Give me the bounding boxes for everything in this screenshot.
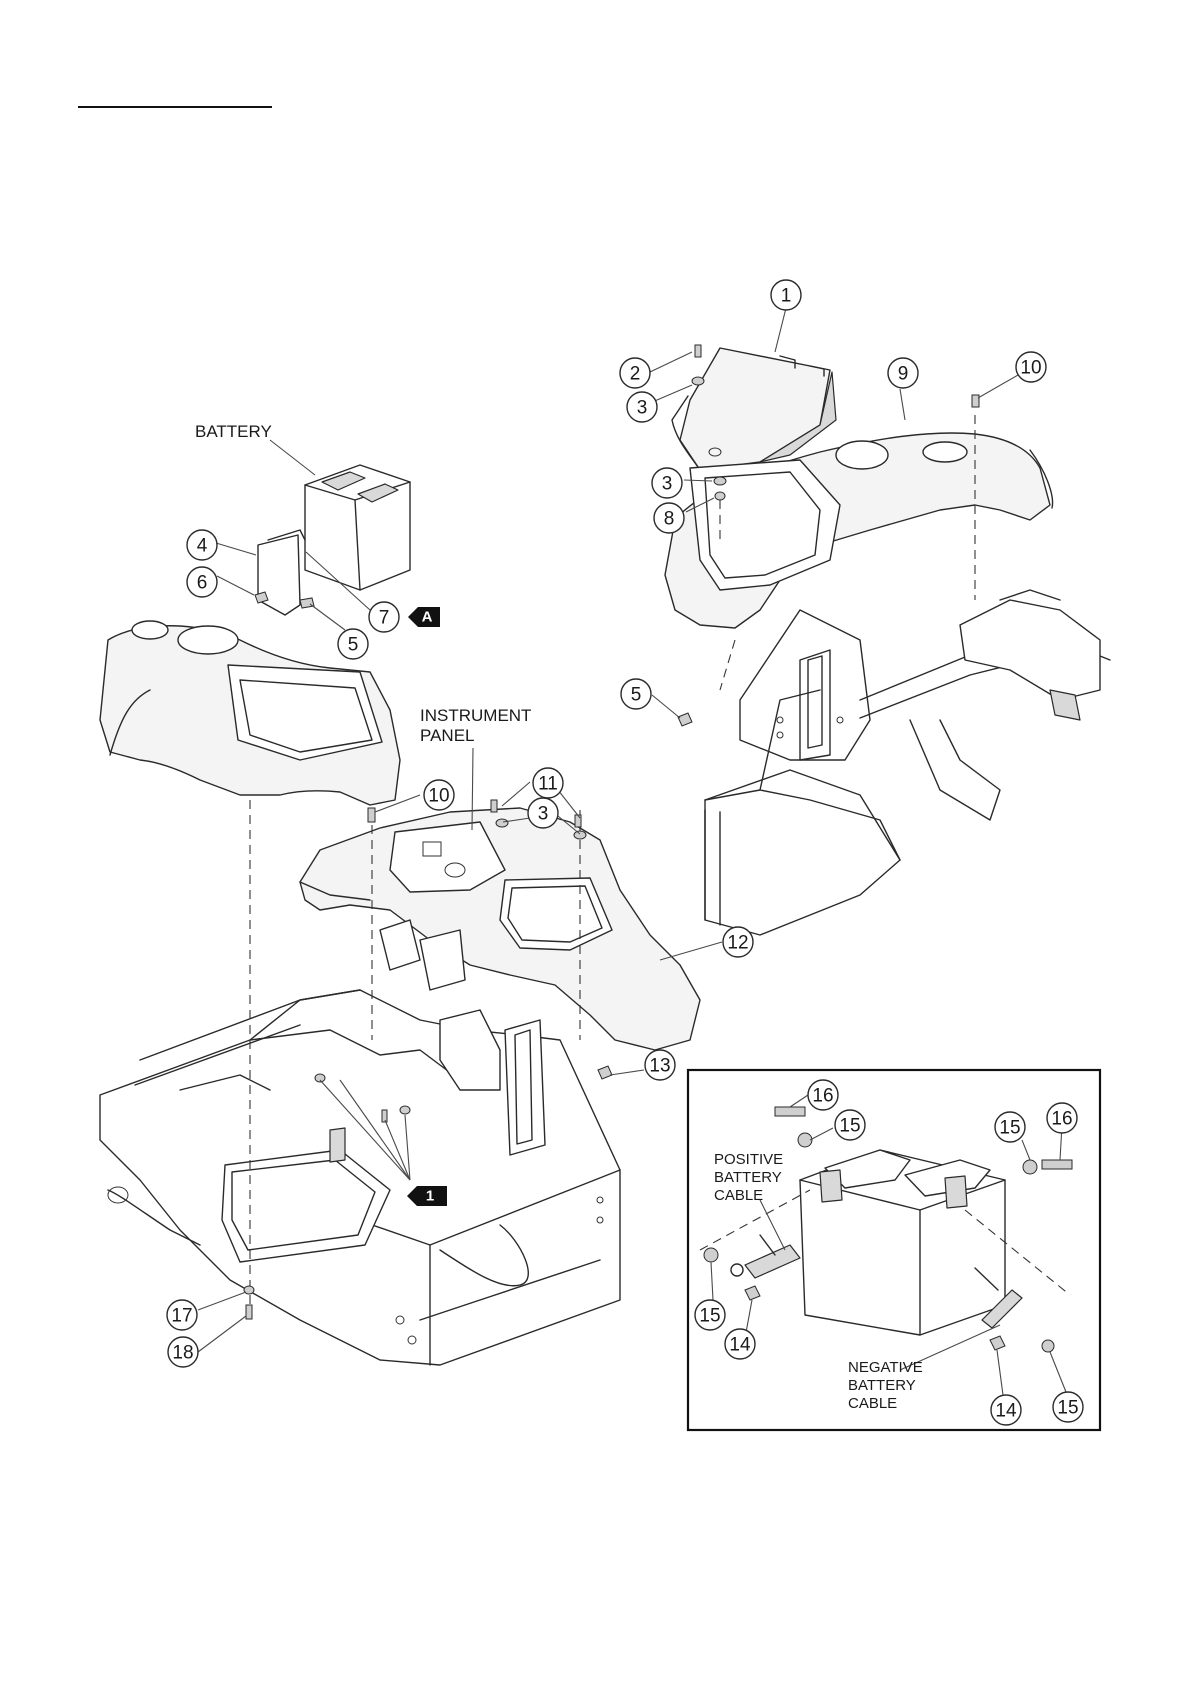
callout-14: 14 (725, 1329, 755, 1359)
callout-4: 4 (187, 530, 217, 560)
callout-15: 15 (1053, 1392, 1083, 1422)
battery-label: BATTERY (195, 422, 272, 441)
instrument-panel-label-line2: PANEL (420, 726, 475, 745)
svg-text:8: 8 (664, 509, 675, 530)
instrument-panel-label-line1: INSTRUMENT (420, 706, 531, 725)
svg-text:A: A (422, 609, 433, 626)
svg-text:6: 6 (197, 573, 208, 594)
svg-text:15: 15 (999, 1118, 1020, 1139)
svg-text:11: 11 (538, 774, 558, 795)
svg-text:17: 17 (171, 1306, 192, 1327)
svg-text:13: 13 (649, 1056, 670, 1077)
callout-10: 10 (1016, 352, 1046, 382)
svg-text:10: 10 (1020, 358, 1041, 379)
svg-text:1: 1 (426, 1188, 434, 1205)
svg-text:4: 4 (197, 536, 208, 557)
battery-part (305, 465, 410, 590)
negative-cable-label-line2: BATTERY (848, 1377, 916, 1394)
callout-10: 10 (424, 780, 454, 810)
svg-text:9: 9 (898, 364, 909, 385)
svg-text:1: 1 (781, 286, 792, 307)
callout-15: 15 (695, 1300, 725, 1330)
lower-frame-part (100, 920, 620, 1365)
callout-12: 12 (723, 927, 753, 957)
svg-text:18: 18 (172, 1343, 193, 1364)
callout-3: 3 (528, 798, 558, 828)
svg-text:16: 16 (1051, 1109, 1072, 1130)
callout-2: 2 (620, 358, 650, 388)
svg-text:12: 12 (727, 933, 748, 954)
callout-17: 17 (167, 1300, 197, 1330)
positive-cable-label-line3: CABLE (714, 1187, 763, 1204)
callout-14: 14 (991, 1395, 1021, 1425)
callout-11: 11 (533, 768, 563, 798)
tag-a: A (408, 607, 440, 627)
svg-text:15: 15 (839, 1116, 860, 1137)
callout-9: 9 (888, 358, 918, 388)
svg-text:10: 10 (428, 786, 449, 807)
negative-cable-label-line3: CABLE (848, 1395, 897, 1412)
callout-1: 1 (771, 280, 801, 310)
callout-18: 18 (168, 1337, 198, 1367)
callout-7: 7 (369, 602, 399, 632)
inset-battery-part (800, 1150, 1005, 1335)
callout-5: 5 (621, 679, 651, 709)
svg-text:15: 15 (699, 1306, 720, 1327)
svg-text:3: 3 (662, 474, 673, 495)
svg-text:16: 16 (812, 1086, 833, 1107)
callout-5: 5 (338, 629, 368, 659)
negative-cable-label-line1: NEGATIVE (848, 1359, 923, 1376)
callout-3: 3 (627, 392, 657, 422)
svg-text:2: 2 (630, 364, 641, 385)
positive-cable-label-line1: POSITIVE (714, 1151, 783, 1168)
battery-cover-part (672, 348, 836, 470)
callout-16: 16 (1047, 1103, 1077, 1133)
callout-8: 8 (654, 503, 684, 533)
svg-text:5: 5 (631, 685, 642, 706)
callout-15: 15 (835, 1110, 865, 1140)
svg-text:3: 3 (637, 398, 648, 419)
upper-frame-part (705, 590, 1110, 935)
callout-15: 15 (995, 1112, 1025, 1142)
upper-right-assembly (665, 345, 1110, 935)
svg-text:3: 3 (538, 804, 549, 825)
battery-bracket-assembly (255, 440, 410, 615)
svg-text:15: 15 (1057, 1398, 1078, 1419)
callout-3: 3 (652, 468, 682, 498)
svg-text:14: 14 (729, 1335, 751, 1356)
svg-text:5: 5 (348, 635, 359, 656)
positive-cable-label-line2: BATTERY (714, 1169, 782, 1186)
svg-text:14: 14 (995, 1401, 1017, 1422)
callout-16: 16 (808, 1080, 838, 1110)
callout-13: 13 (645, 1050, 675, 1080)
callout-6: 6 (187, 567, 217, 597)
svg-text:7: 7 (379, 608, 390, 629)
battery-cable-inset (688, 1070, 1100, 1430)
